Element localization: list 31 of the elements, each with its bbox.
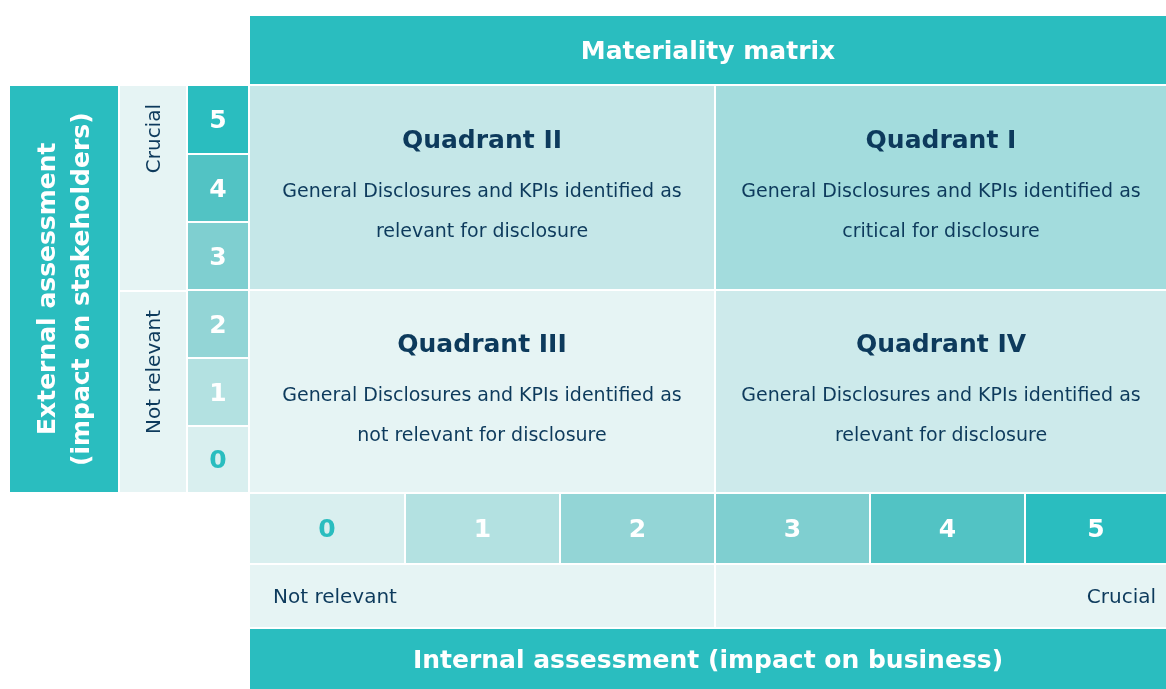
quadrant-heading: Quadrant IV xyxy=(855,329,1027,358)
quadrant-box xyxy=(250,86,714,289)
score-cell: 1 xyxy=(406,494,559,563)
quadrant-box xyxy=(250,291,714,492)
title-band: Materiality matrix xyxy=(250,16,1166,84)
quadrant-box xyxy=(716,86,1166,289)
axis-title: External assessment (impact on stakeholders) xyxy=(31,111,96,468)
quadrant-heading: Quadrant II xyxy=(401,125,563,154)
score-cell: 2 xyxy=(561,494,714,563)
score-cell: 4 xyxy=(871,494,1024,563)
scale-label: Crucial xyxy=(141,104,165,174)
quadrant-heading: Quadrant III xyxy=(397,329,567,358)
quadrant-description: General Disclosures and KPIs identified as relevant for disclosure xyxy=(281,178,683,243)
score-cell: 1 xyxy=(188,359,248,425)
quadrant-box xyxy=(716,291,1166,492)
score-cell: 3 xyxy=(716,494,869,563)
score-cell: 4 xyxy=(188,155,248,221)
scale-label: Not relevant xyxy=(141,310,165,434)
score-cell: 5 xyxy=(188,86,248,153)
scale-label: Crucial xyxy=(1086,584,1156,608)
score-cell: 0 xyxy=(250,494,404,563)
score-cell: 5 xyxy=(1026,494,1166,563)
score-cell: 2 xyxy=(188,291,248,357)
quadrant-description: General Disclosures and KPIs identified as not relevant for disclosure xyxy=(281,382,683,447)
score-cell: 0 xyxy=(188,427,248,492)
quadrant-description: General Disclosures and KPIs identified as relevant for disclosure xyxy=(740,382,1142,447)
axis-title: Internal assessment (impact on business) xyxy=(412,644,1004,674)
quadrant-description: General Disclosures and KPIs identified as critical for disclosure xyxy=(740,178,1142,243)
scale-label: Not relevant xyxy=(273,584,397,608)
quadrant-heading: Quadrant I xyxy=(865,125,1017,154)
score-cell: 3 xyxy=(188,223,248,289)
